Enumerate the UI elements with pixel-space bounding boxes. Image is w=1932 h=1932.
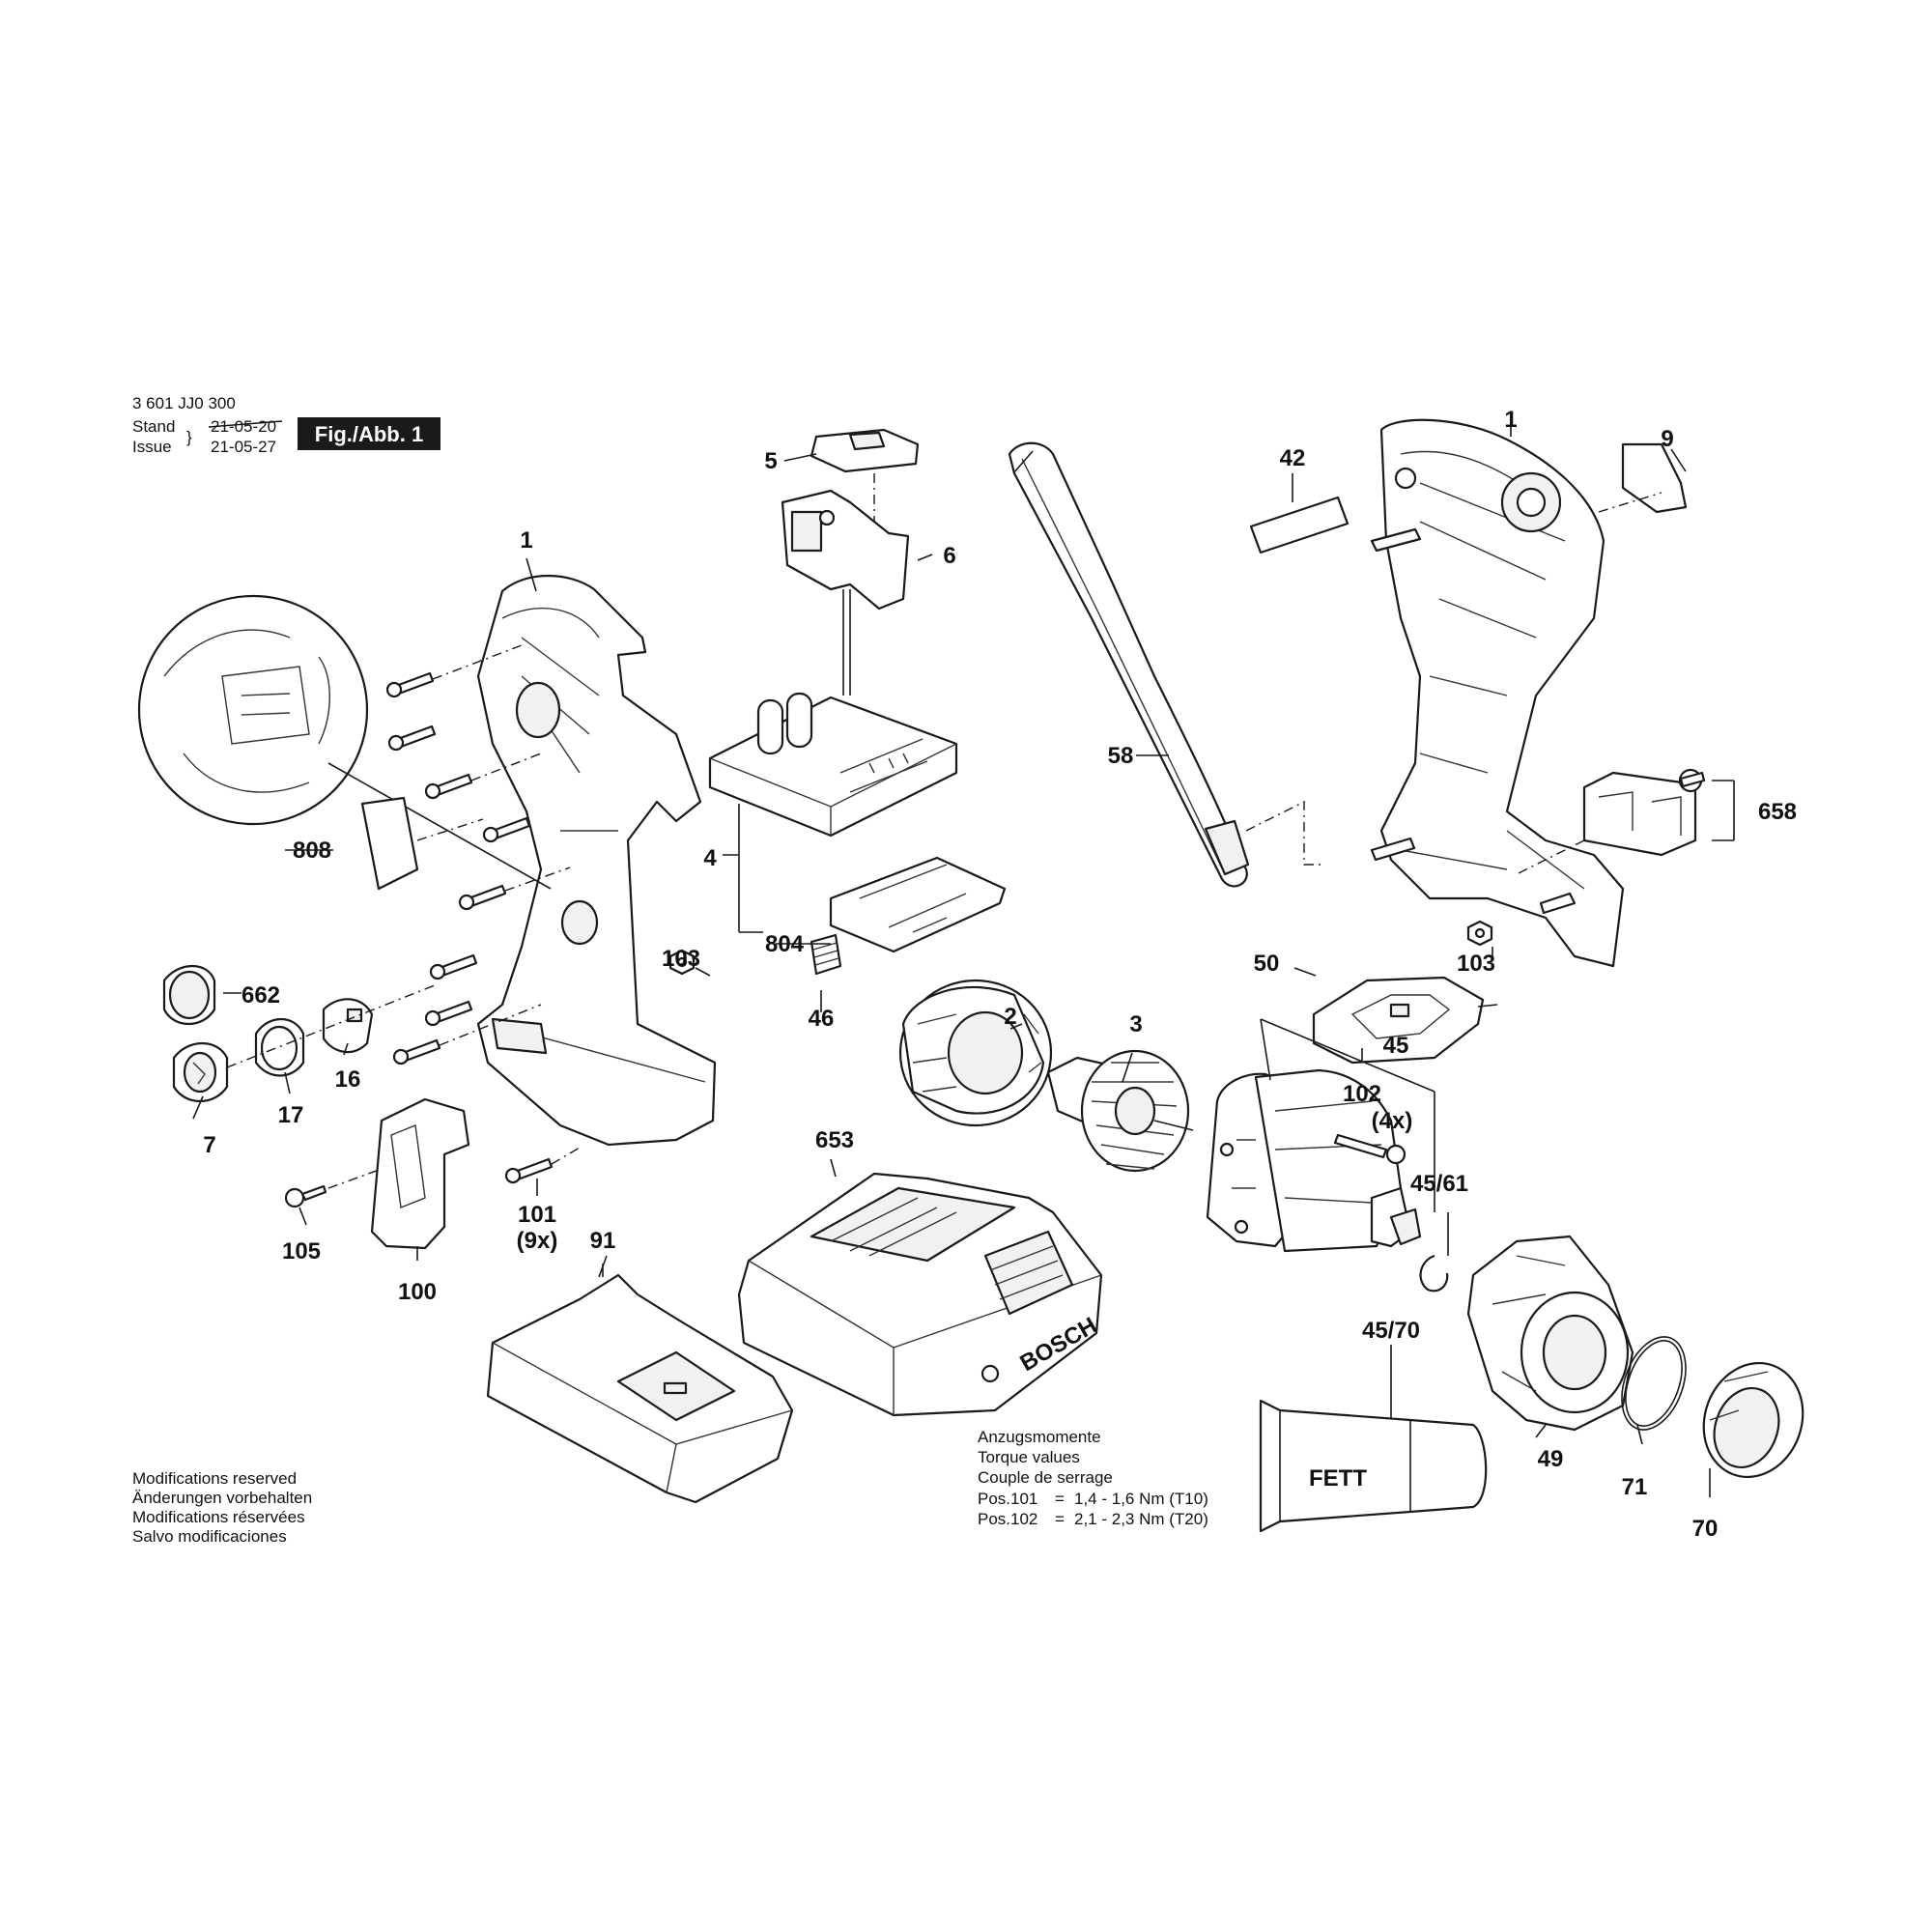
issue-label: Issue <box>132 438 172 456</box>
callout-70: 70 <box>1692 1516 1719 1542</box>
figure-badge: Fig./Abb. 1 <box>315 422 423 446</box>
callout-numbers: 1 1 2 3 4 5 6 7 9 16 17 42 45 45/61 45/7… <box>203 407 1797 1542</box>
modifications-es: Salvo modificaciones <box>132 1527 287 1546</box>
torque-line-en: Torque values <box>978 1448 1080 1466</box>
gearbox-45 <box>1206 1018 1435 1253</box>
grease-label: FETT <box>1309 1465 1367 1492</box>
header-block: 3 601 JJ0 300 Stand Issue } 21-05-20 21-… <box>132 394 440 456</box>
nose-cover-49 <box>1466 1235 1634 1432</box>
callout-103-left: 103 <box>662 946 700 972</box>
label-808 <box>360 796 419 891</box>
nut-103-right <box>1466 920 1493 947</box>
callout-2: 2 <box>1004 1004 1016 1030</box>
callout-5: 5 <box>764 448 777 474</box>
modifications-de: Änderungen vorbehalten <box>132 1489 312 1507</box>
callout-102-qty: (4x) <box>1372 1108 1413 1134</box>
stator-2 <box>898 979 1053 1127</box>
callout-4: 4 <box>703 845 717 871</box>
callout-103-right: 103 <box>1457 951 1495 977</box>
trigger-5 <box>810 428 920 522</box>
screw-set-101 <box>385 644 581 1184</box>
callout-6: 6 <box>943 543 955 569</box>
nut-103-left <box>668 949 696 976</box>
callout-3: 3 <box>1129 1011 1142 1037</box>
label-42 <box>1249 496 1350 554</box>
torque-row-2-value: 2,1 - 2,3 Nm (T20) <box>1074 1510 1208 1528</box>
ring-45-61 <box>1419 1254 1449 1293</box>
modifications-fr: Modifications réservées <box>132 1508 305 1526</box>
switch-6 <box>781 489 910 696</box>
callout-71: 71 <box>1622 1474 1648 1500</box>
battery-pack-653: BOSCH <box>737 1172 1103 1417</box>
spring-46 <box>810 933 842 976</box>
belt-clip <box>284 1097 470 1250</box>
zoom-inset-connector <box>137 594 552 890</box>
modifications-en: Modifications reserved <box>132 1469 297 1488</box>
callout-17: 17 <box>278 1102 304 1128</box>
callout-101-qty: (9x) <box>517 1228 558 1254</box>
modifications-note: Modifications reserved Änderungen vorbeh… <box>132 1469 312 1546</box>
callout-662: 662 <box>242 982 280 1009</box>
callout-658: 658 <box>1758 799 1797 825</box>
stand-date-old: 21-05-20 <box>211 417 276 436</box>
torque-row-1-eq: = <box>1055 1490 1065 1508</box>
callout-7: 7 <box>203 1132 215 1158</box>
strike-line <box>208 420 283 428</box>
torque-row-1-pos: Pos.101 <box>978 1490 1037 1508</box>
strap-dash <box>1245 800 1323 866</box>
callout-42: 42 <box>1280 445 1306 471</box>
cover-50 <box>1312 976 1485 1065</box>
callout-653: 653 <box>815 1127 854 1153</box>
torque-row-2-pos: Pos.102 <box>978 1510 1037 1528</box>
callout-16: 16 <box>335 1066 361 1093</box>
doc-number: 3 601 JJ0 300 <box>132 394 236 412</box>
cover-658 <box>1516 768 1735 875</box>
rotor-3 <box>1046 1049 1194 1173</box>
charger-91 <box>486 1255 794 1504</box>
screw-102 <box>1333 1133 1406 1165</box>
torque-line-de: Anzugsmomente <box>978 1428 1101 1446</box>
callout-49: 49 <box>1538 1446 1564 1472</box>
o-ring-71 <box>1621 1336 1687 1431</box>
bumper-70 <box>1702 1361 1804 1479</box>
housing-half-right <box>1370 418 1625 968</box>
callout-102: 102 <box>1343 1081 1381 1107</box>
torque-line-fr: Couple de serrage <box>978 1468 1113 1487</box>
callout-100: 100 <box>398 1279 437 1305</box>
brace-glyph: } <box>186 428 192 446</box>
switch-parts <box>162 965 436 1102</box>
label-9 <box>1598 442 1688 514</box>
callout-45-61: 45/61 <box>1410 1171 1468 1197</box>
callout-58: 58 <box>1108 743 1134 769</box>
leader-lines <box>192 417 1711 1497</box>
callout-105: 105 <box>282 1238 321 1264</box>
torque-values-block: Anzugsmomente Torque values Couple de se… <box>978 1428 1208 1528</box>
callout-45: 45 <box>1383 1033 1409 1059</box>
callout-9: 9 <box>1661 426 1673 452</box>
callout-1-right: 1 <box>1504 407 1517 433</box>
grease-tube: FETT <box>1259 1345 1488 1533</box>
callout-91: 91 <box>590 1228 616 1254</box>
callout-1-left: 1 <box>520 527 532 554</box>
bracket-804 <box>829 856 1007 953</box>
callout-45-70: 45/70 <box>1362 1318 1420 1344</box>
issue-date: 21-05-27 <box>211 438 276 456</box>
callout-808: 808 <box>293 838 331 864</box>
stand-label: Stand <box>132 417 175 436</box>
housing-half-left <box>476 575 717 1147</box>
torque-row-2-eq: = <box>1055 1510 1065 1528</box>
electronics-module-4 <box>708 692 958 933</box>
figure-badge-bg <box>298 417 440 450</box>
callout-50: 50 <box>1254 951 1280 977</box>
torque-row-1-value: 1,4 - 1,6 Nm (T10) <box>1074 1490 1208 1508</box>
callout-46: 46 <box>809 1006 835 1032</box>
strap-58 <box>1008 441 1250 888</box>
callout-101: 101 <box>518 1202 556 1228</box>
callout-804: 804 <box>765 931 805 957</box>
